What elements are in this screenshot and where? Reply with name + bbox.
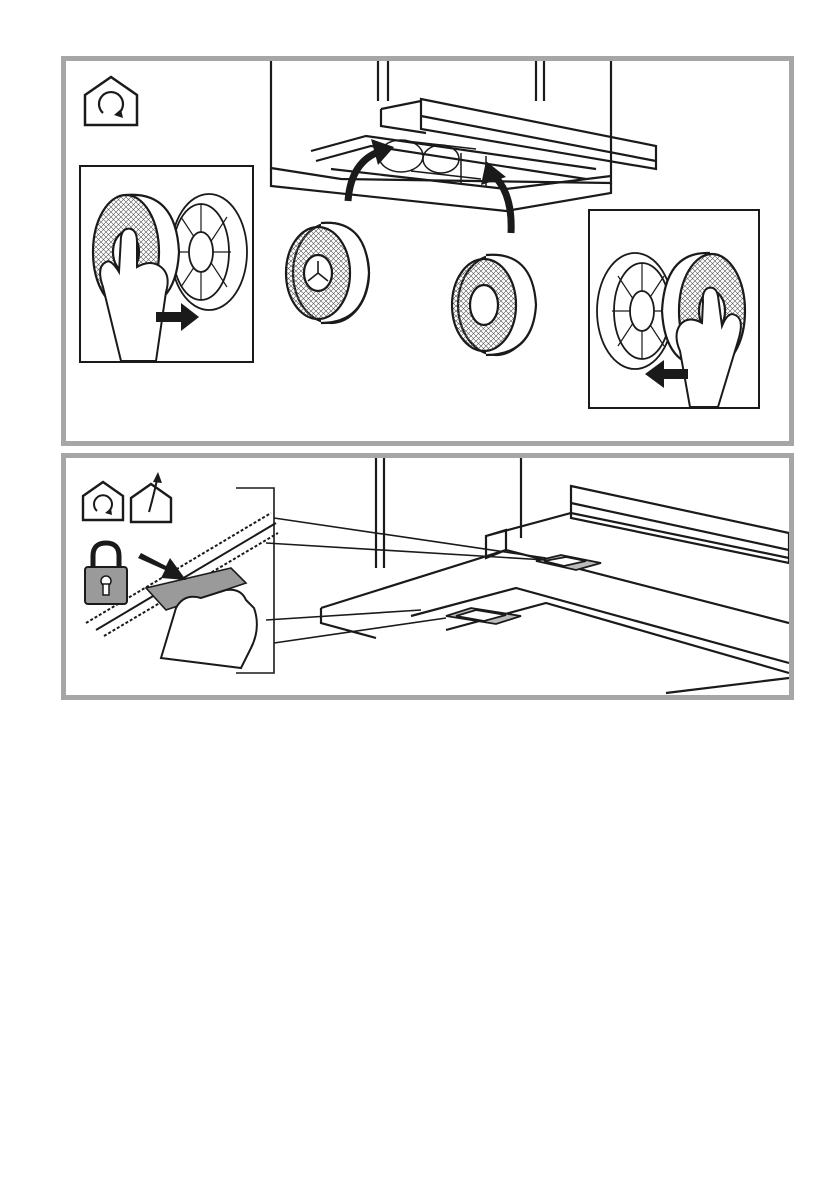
carbon-filter-icon [286, 223, 369, 323]
inset-fit-filter [588, 209, 760, 409]
padlock-icon [83, 540, 129, 606]
cooker-hood-drawing [321, 458, 789, 693]
panel-replace-carbon-filters [61, 56, 794, 446]
recirculation-mode-icon [83, 75, 139, 127]
recirculation-mode-icon [81, 480, 125, 522]
carbon-filter-icon [452, 255, 536, 355]
callout-lines [236, 488, 546, 673]
cooker-hood-drawing [271, 61, 656, 211]
panel-grease-filter-lock [61, 453, 794, 700]
extraction-mode-icon [129, 468, 175, 524]
arrow-right-icon [138, 553, 186, 580]
blower-wheel-icon [171, 194, 247, 310]
inset-remove-filter [79, 165, 254, 363]
